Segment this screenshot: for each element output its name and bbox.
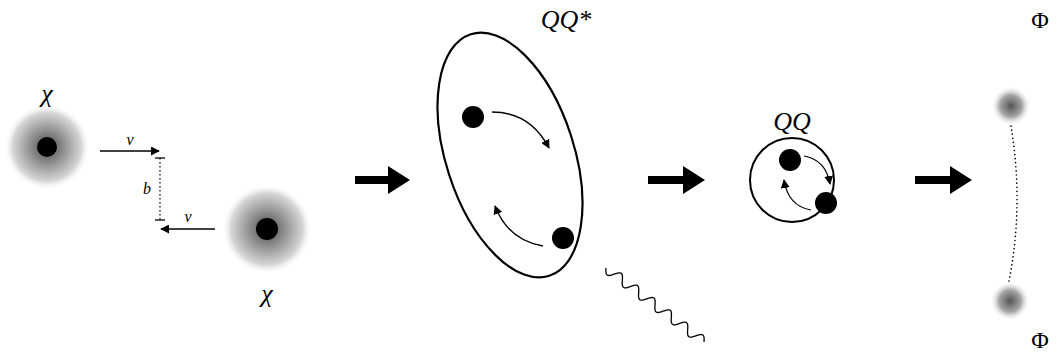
bound-state: QQ xyxy=(748,136,836,224)
core-dot xyxy=(256,218,278,240)
velocity-arrow xyxy=(100,150,159,151)
tick xyxy=(155,219,165,220)
particle: χ xyxy=(4,104,90,190)
halo xyxy=(991,86,1031,126)
velocity-arrow xyxy=(161,228,215,229)
state-label: χ xyxy=(41,81,52,107)
tick xyxy=(155,157,165,158)
process-arrow xyxy=(648,166,705,194)
state-label: QQ* xyxy=(541,7,592,33)
constituent-dot xyxy=(462,106,484,128)
impact-parameter-line xyxy=(159,158,160,220)
excited-bound-state: QQ* xyxy=(435,20,590,292)
state-label: Φ xyxy=(1031,328,1049,352)
halo xyxy=(4,104,90,190)
final-particle-shape xyxy=(991,86,1031,126)
circle-outline xyxy=(750,138,834,222)
photon-line xyxy=(606,268,704,342)
particle-shape xyxy=(222,184,312,274)
final-particle: Φ xyxy=(991,86,1031,126)
constituent-dot xyxy=(552,227,574,249)
halo xyxy=(990,281,1030,321)
excited-bound-state-shape xyxy=(435,20,590,292)
orbit-arrow xyxy=(495,206,543,246)
constituent-dot xyxy=(779,149,801,171)
state-label: QQ xyxy=(773,109,811,135)
state-label: χ xyxy=(261,281,272,307)
particle-shape xyxy=(4,104,90,190)
process-arrow xyxy=(915,166,972,194)
process-arrow xyxy=(355,166,410,194)
orbit-arrow xyxy=(492,112,549,148)
core-dot xyxy=(37,137,57,157)
final-particle-shape xyxy=(990,281,1030,321)
final-particle: Φ xyxy=(990,281,1030,321)
ellipse-outline xyxy=(410,14,610,295)
impact-parameter-label: b xyxy=(143,181,151,197)
particle: χ xyxy=(222,184,312,274)
orbit-arrow xyxy=(804,156,830,184)
orbit-arrow xyxy=(784,180,811,210)
velocity-label: v xyxy=(184,209,191,225)
velocity-label: v xyxy=(126,132,133,148)
bound-state-shape xyxy=(748,136,836,224)
state-label: Φ xyxy=(1031,8,1049,32)
dotted-link xyxy=(1009,126,1017,281)
halo xyxy=(222,184,312,274)
